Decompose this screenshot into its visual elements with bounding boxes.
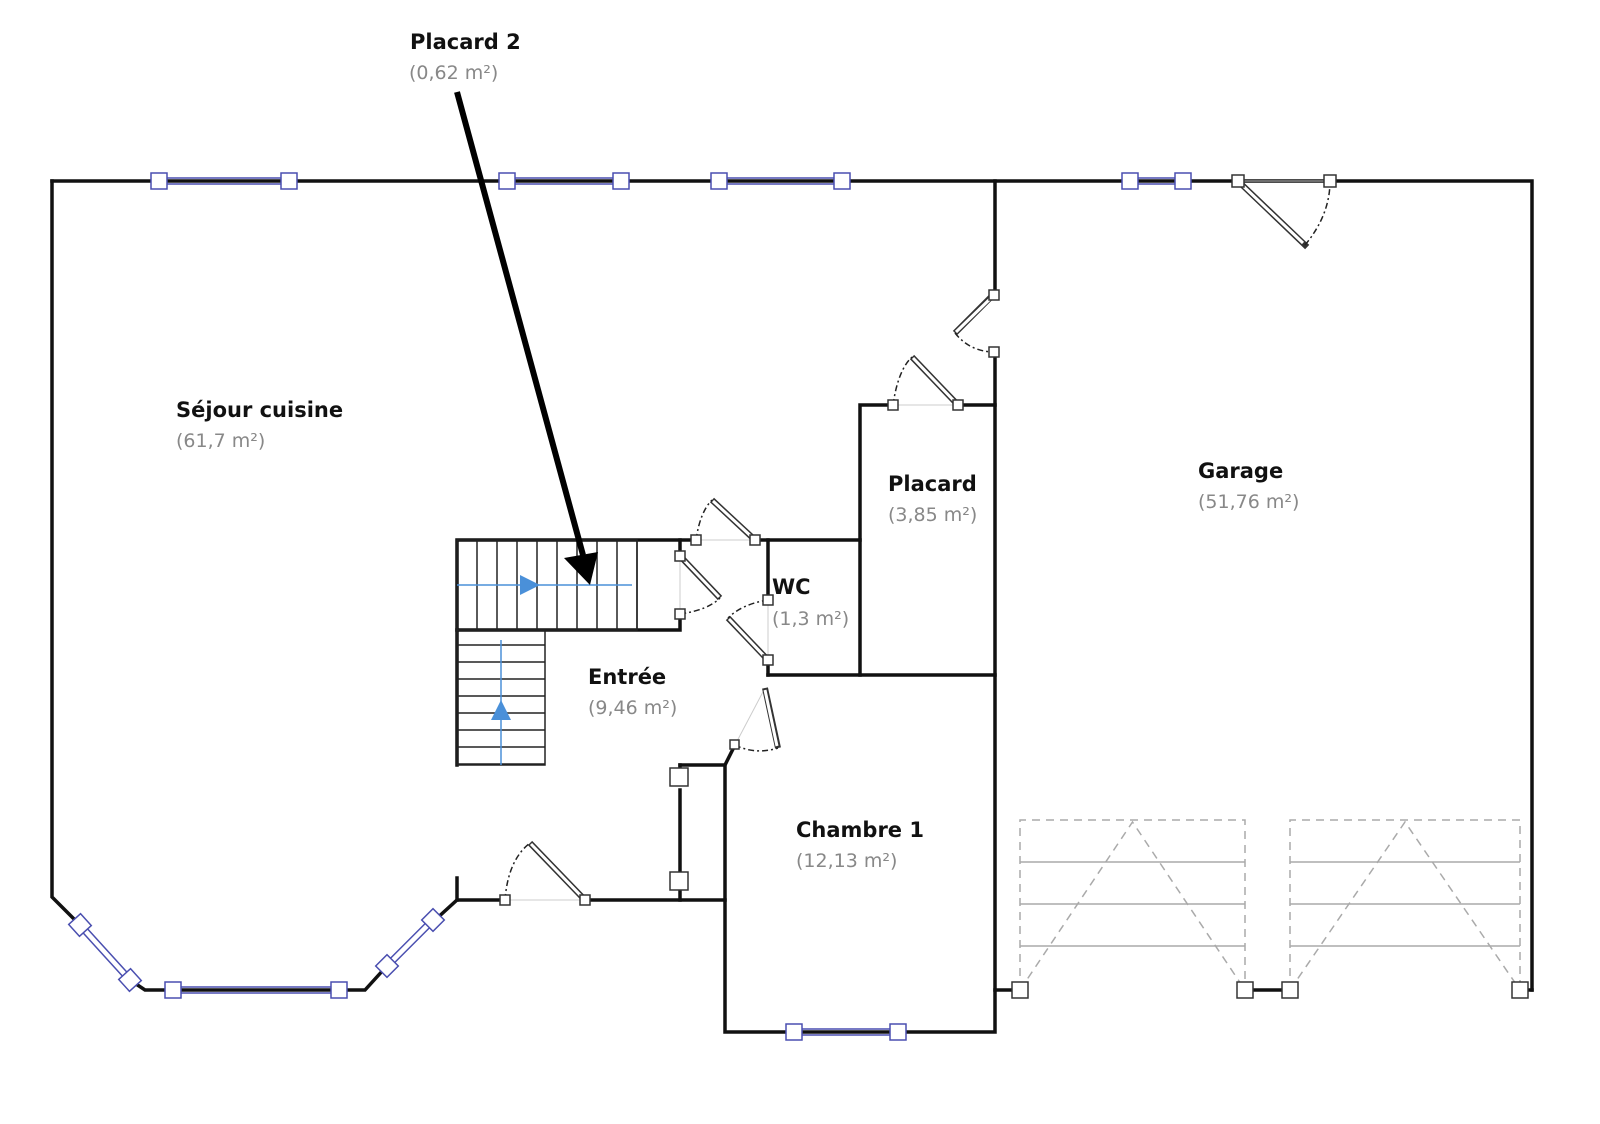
room-area-placard-2: (0,62 m²): [409, 62, 499, 84]
window: [498, 172, 630, 190]
room-area-sejour: (61,7 m²): [176, 430, 266, 452]
room-name-placard-2: Placard 2: [410, 30, 521, 54]
window: [374, 907, 446, 979]
staircase: [456, 539, 638, 766]
room-name-garage: Garage: [1198, 459, 1284, 483]
window: [1121, 172, 1192, 190]
windows: [67, 172, 1192, 1041]
stair-arrow-icon: [491, 700, 511, 720]
window: [67, 912, 143, 993]
room-name-entree: Entrée: [588, 665, 667, 689]
window: [785, 1023, 907, 1041]
room-area-garage: (51,76 m²): [1198, 491, 1300, 513]
room-name-chambre-1: Chambre 1: [796, 818, 924, 842]
window: [164, 981, 348, 999]
room-area-placard: (3,85 m²): [888, 504, 978, 526]
room-name-wc: WC: [772, 575, 811, 599]
room-area-wc: (1,3 m²): [772, 608, 850, 630]
doors: [499, 174, 1337, 906]
garage-doors: [1011, 819, 1529, 999]
room-name-placard: Placard: [888, 472, 977, 496]
stair-arrow-icon: [520, 575, 540, 595]
garage-door: [1011, 819, 1254, 999]
garage-door: [1281, 819, 1529, 999]
room-area-entree: (9,46 m²): [588, 697, 678, 719]
window: [710, 172, 851, 190]
placard-2-pointer-arrow: [454, 91, 598, 585]
window: [150, 172, 298, 190]
room-area-chambre-1: (12,13 m²): [796, 850, 898, 872]
room-name-sejour: Séjour cuisine: [176, 398, 344, 422]
